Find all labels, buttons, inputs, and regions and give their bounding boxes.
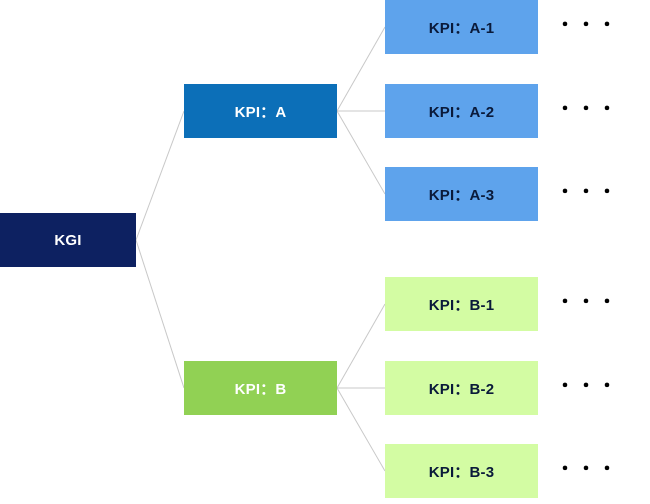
kpi-b-2-label: KPI：B-2 (428, 380, 495, 398)
connector-kpi-a-to-a1 (336, 26, 386, 112)
connector-kpi-b-to-b3 (336, 387, 386, 472)
kpi-b-1-ellipsis: ・・・ (556, 292, 619, 312)
kpi-a-label: KPI：A (234, 103, 287, 121)
kpi-a-node: KPI：A (184, 84, 337, 138)
kpi-a-3-label: KPI：A-3 (428, 186, 495, 204)
connector-kgi-to-kpi-a (135, 110, 185, 241)
kpi-b-2-node: KPI：B-2 (385, 361, 538, 415)
kpi-b-3-label: KPI：B-3 (428, 463, 495, 481)
kgi-label: KGI (54, 231, 82, 249)
connector-kpi-a-to-a3 (336, 110, 386, 195)
kpi-a-2-ellipsis: ・・・ (556, 99, 619, 119)
connector-kgi-to-kpi-b (135, 239, 185, 389)
kpi-a-2-node: KPI：A-2 (385, 84, 538, 138)
kpi-b-node: KPI：B (184, 361, 337, 415)
kpi-b-2-ellipsis: ・・・ (556, 376, 619, 396)
kpi-a-2-label: KPI：A-2 (428, 103, 495, 121)
kpi-b-3-node: KPI：B-3 (385, 444, 538, 498)
kgi-node: KGI (0, 213, 136, 267)
kpi-a-1-node: KPI：A-1 (385, 0, 538, 54)
kpi-a-1-label: KPI：A-1 (428, 19, 495, 37)
connector-kpi-b-to-b1 (336, 303, 386, 389)
kpi-b-1-label: KPI：B-1 (428, 296, 495, 314)
kpi-b-1-node: KPI：B-1 (385, 277, 538, 331)
kpi-a-1-ellipsis: ・・・ (556, 15, 619, 35)
kpi-b-label: KPI：B (234, 380, 287, 398)
kpi-b-3-ellipsis: ・・・ (556, 459, 619, 479)
kpi-a-3-ellipsis: ・・・ (556, 182, 619, 202)
kpi-a-3-node: KPI：A-3 (385, 167, 538, 221)
